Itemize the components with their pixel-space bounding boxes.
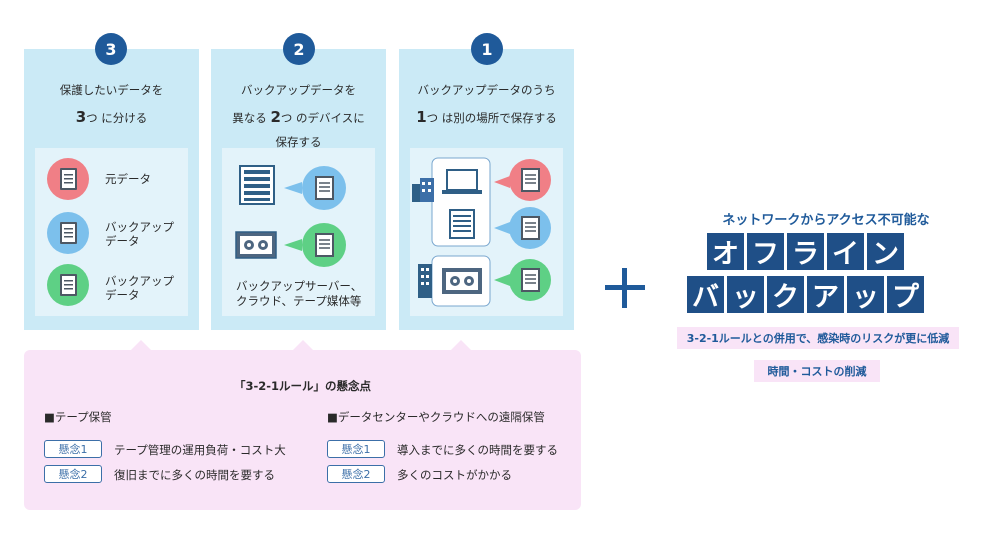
col3-line2: 3つ に分ける [75,108,148,126]
step-badge-1: 1 [471,33,503,65]
col2-devices: バックアップサーバー、 クラウド、テープ媒体等 [222,148,375,316]
pointer-triangle [131,340,151,350]
step-badge-3: 3 [95,33,127,65]
kana-tile: ク [767,276,804,313]
col2-line1: バックアップデータを [241,83,356,97]
concern-text: 復旧までに多くの時間を要する [114,468,275,482]
item-original-data: 元データ [105,172,151,186]
offline-title: ネットワークからアクセス不可能な [722,213,930,228]
kana-tile: ン [867,233,904,270]
document-icon [47,264,89,306]
tape-heading: ■テープ保管 [44,410,112,424]
concern-text: 導入までに多くの時間を要する [397,443,558,457]
document-icon [47,158,89,200]
kana-tile: ア [807,276,844,313]
kana-tile: ッ [847,276,884,313]
concerns-title: 「3-2-1ルール」の懸念点 [233,379,372,393]
offline-row: オ フ ラ イ ン [707,233,904,270]
offsite-illustration [412,157,551,307]
col3-line1: 保護したいデータを [59,83,164,97]
concern-text: 多くのコストがかかる [397,468,512,482]
concerns-panel [24,350,581,510]
col3-data-list: 元データ バックアップ データ バックアップ データ [35,148,188,316]
device-illustration [235,165,346,267]
document-icon [47,212,89,254]
col1-line2: 1つ は別の場所で保存する [416,108,557,126]
concern-tag: 懸念1 [44,440,102,458]
item-backup-data-1: バックアップ データ [105,220,174,248]
col2-line2: 異なる 2つ のデバイスに [232,108,365,126]
col1-offsite [410,148,563,316]
rule-column-2: バックアップデータを 異なる 2つ のデバイスに 保存する [211,49,386,330]
rule-column-3: 保護したいデータを 3つ に分ける 元データ バックアップ データ バックアップ… [24,49,199,330]
kana-tile: イ [827,233,864,270]
offline-benefit-1: 3-2-1ルールとの併用で、感染時のリスクが更に低減 [677,327,959,349]
kana-tile: ラ [787,233,824,270]
concern-text: テープ管理の運用負荷・コスト大 [114,443,286,457]
concern-tag: 懸念2 [44,465,102,483]
kana-tile: フ [747,233,784,270]
device-caption: バックアップサーバー、 クラウド、テープ媒体等 [236,279,363,308]
backup-row: バ ッ ク ア ッ プ [687,276,924,313]
step-badge-2: 2 [283,33,315,65]
rule-column-1: バックアップデータのうち 1つ は別の場所で保存する [399,49,574,330]
kana-tile: ッ [727,276,764,313]
item-backup-data-2: バックアップ データ [105,274,174,302]
kana-tile: オ [707,233,744,270]
pointer-triangle [293,340,313,350]
col2-line3: 保存する [275,135,322,149]
kana-tile: バ [687,276,724,313]
plus-icon [605,268,645,308]
offline-benefit-2: 時間・コストの削減 [754,360,880,382]
kana-tile: プ [887,276,924,313]
remote-heading: ■データセンターやクラウドへの遠隔保管 [327,410,545,424]
col1-line1: バックアップデータのうち [417,83,556,97]
concern-tag: 懸念2 [327,465,385,483]
pointer-triangle [451,340,471,350]
concern-tag: 懸念1 [327,440,385,458]
